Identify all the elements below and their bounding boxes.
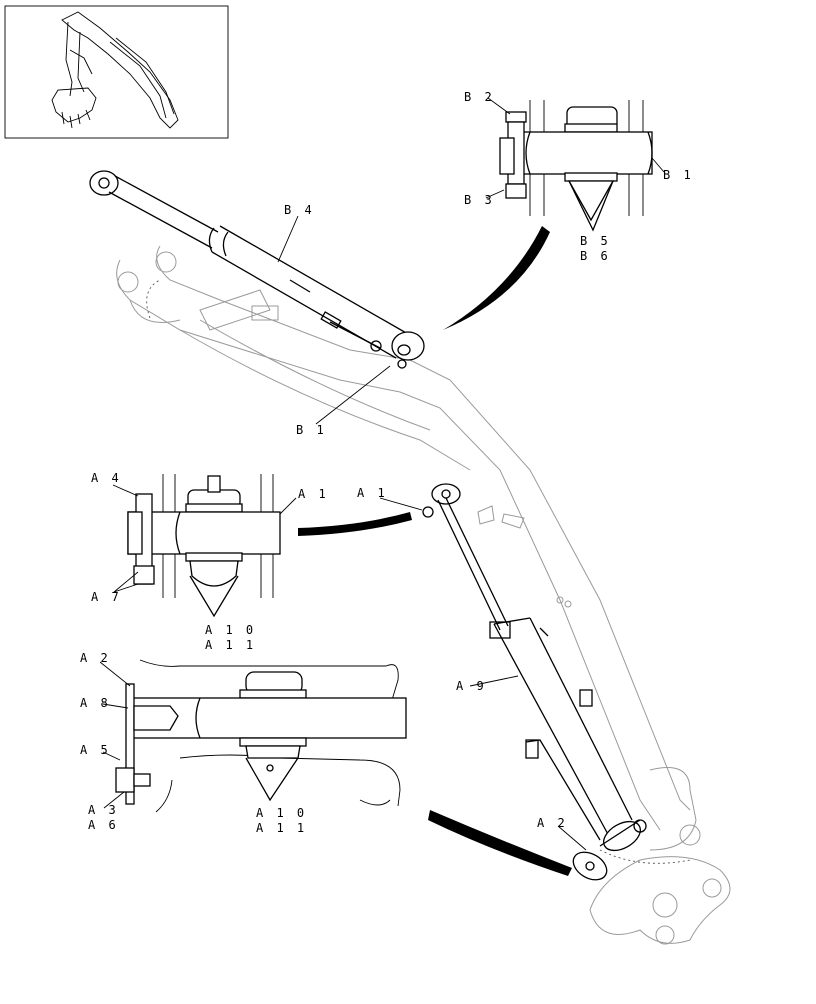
detail-pointer-arrows <box>298 226 572 876</box>
detail-a-lower-pin-icon <box>131 697 407 739</box>
callout-a2-detail: A 2 <box>80 651 111 665</box>
callout-b1-detail: B 1 <box>663 168 694 182</box>
arrow-a-upper-swoosh <box>298 512 412 536</box>
callout-b2: B 2 <box>464 90 495 104</box>
callout-a10-upper: A 1 0 <box>205 623 256 637</box>
callout-leaders <box>99 97 665 851</box>
callout-a1-main: A 1 <box>357 486 388 500</box>
callout-a11-lower: A 1 1 <box>256 821 307 835</box>
callout-a1-detail: A 1 <box>298 487 329 501</box>
callout-b4: B 4 <box>284 203 315 217</box>
callout-b3: B 3 <box>464 193 495 207</box>
cylinder-bottom-eye-icon <box>572 851 608 881</box>
detail-a-upper-pin-assembly <box>127 474 281 618</box>
callout-a5: A 5 <box>80 743 111 757</box>
excavator-thumbnail-icon <box>51 11 179 129</box>
callout-a10-lower: A 1 0 <box>256 806 307 820</box>
upper-hydraulic-cylinder[interactable] <box>89 170 425 369</box>
callout-labels: B 2 B 1 B 3 B 5 B 6 B 4 B 1 A 4 A 1 A 1 … <box>80 90 694 835</box>
callout-a3: A 3 <box>88 803 119 817</box>
inset-frame <box>4 5 229 139</box>
detail-a-upper-pin-icon <box>127 511 281 555</box>
rod-eye-icon <box>89 170 119 196</box>
detail-a-lower-pin-assembly <box>115 659 407 813</box>
cylinder-top-eye-icon <box>431 483 461 505</box>
callout-a11-upper: A 1 1 <box>205 638 256 652</box>
callout-b6: B 6 <box>580 249 611 263</box>
detail-b-pin-icon <box>519 131 653 175</box>
arrow-b-swoosh <box>443 226 550 330</box>
machine-thumbnail-inset <box>4 5 229 139</box>
lower-hydraulic-cylinder[interactable] <box>422 483 647 885</box>
detail-b-pin-assembly <box>499 100 653 232</box>
callout-a6: A 6 <box>88 818 119 832</box>
callout-a8: A 8 <box>80 696 111 710</box>
callout-a9: A 9 <box>456 679 487 693</box>
callout-b1-main: B 1 <box>296 423 327 437</box>
boom-ghost-outline <box>116 245 731 945</box>
callout-a2-main: A 2 <box>537 816 568 830</box>
callout-b5: B 5 <box>580 234 611 248</box>
arrow-a-lower-swoosh <box>428 810 572 876</box>
callout-a4: A 4 <box>91 471 122 485</box>
callout-a7: A 7 <box>91 590 122 604</box>
